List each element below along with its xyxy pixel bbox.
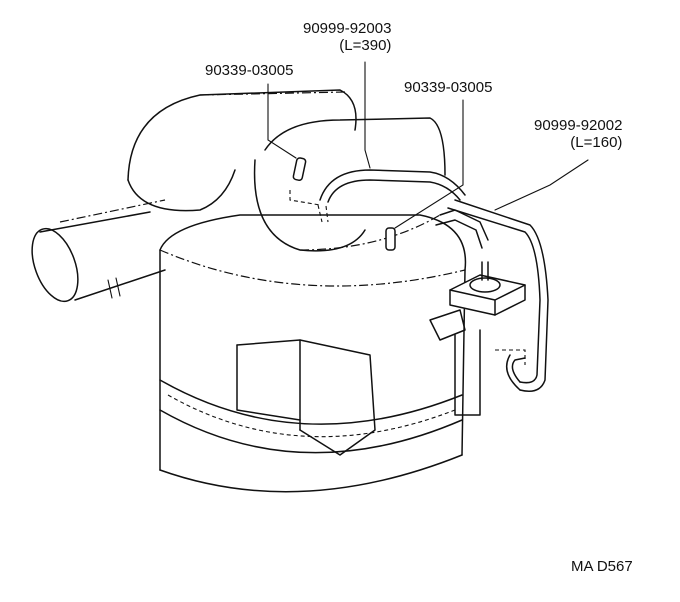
callout-fitting-left: 90339-03005 [205,62,293,79]
part-number: 90339-03005 [205,62,294,79]
vacuum-switching-valve [429,261,526,416]
vacuum-fitting-left [289,157,321,206]
callout-hose-90999-92002: 90999-92002 (L=160) [534,117,622,151]
part-number: 90339-03005 [404,79,493,96]
air-cleaner-body [159,214,467,493]
figure-code: MA D567 [571,558,633,575]
leader-lines [267,61,589,229]
part-number: 90999-92002 [534,117,623,134]
hose-length: (L=390) [339,37,392,54]
vacuum-fitting-right [385,227,396,251]
inlet-snorkel [31,199,166,303]
hose-length: (L=160) [570,134,623,151]
elbow-duct [127,89,446,252]
access-panel [236,339,376,456]
callout-fitting-right: 90339-03005 [404,79,492,96]
vacuum-hose-short [435,199,549,392]
part-number: 90999-92003 [303,20,392,37]
callout-hose-90999-92003: 90999-92003 (L=390) [303,20,391,54]
